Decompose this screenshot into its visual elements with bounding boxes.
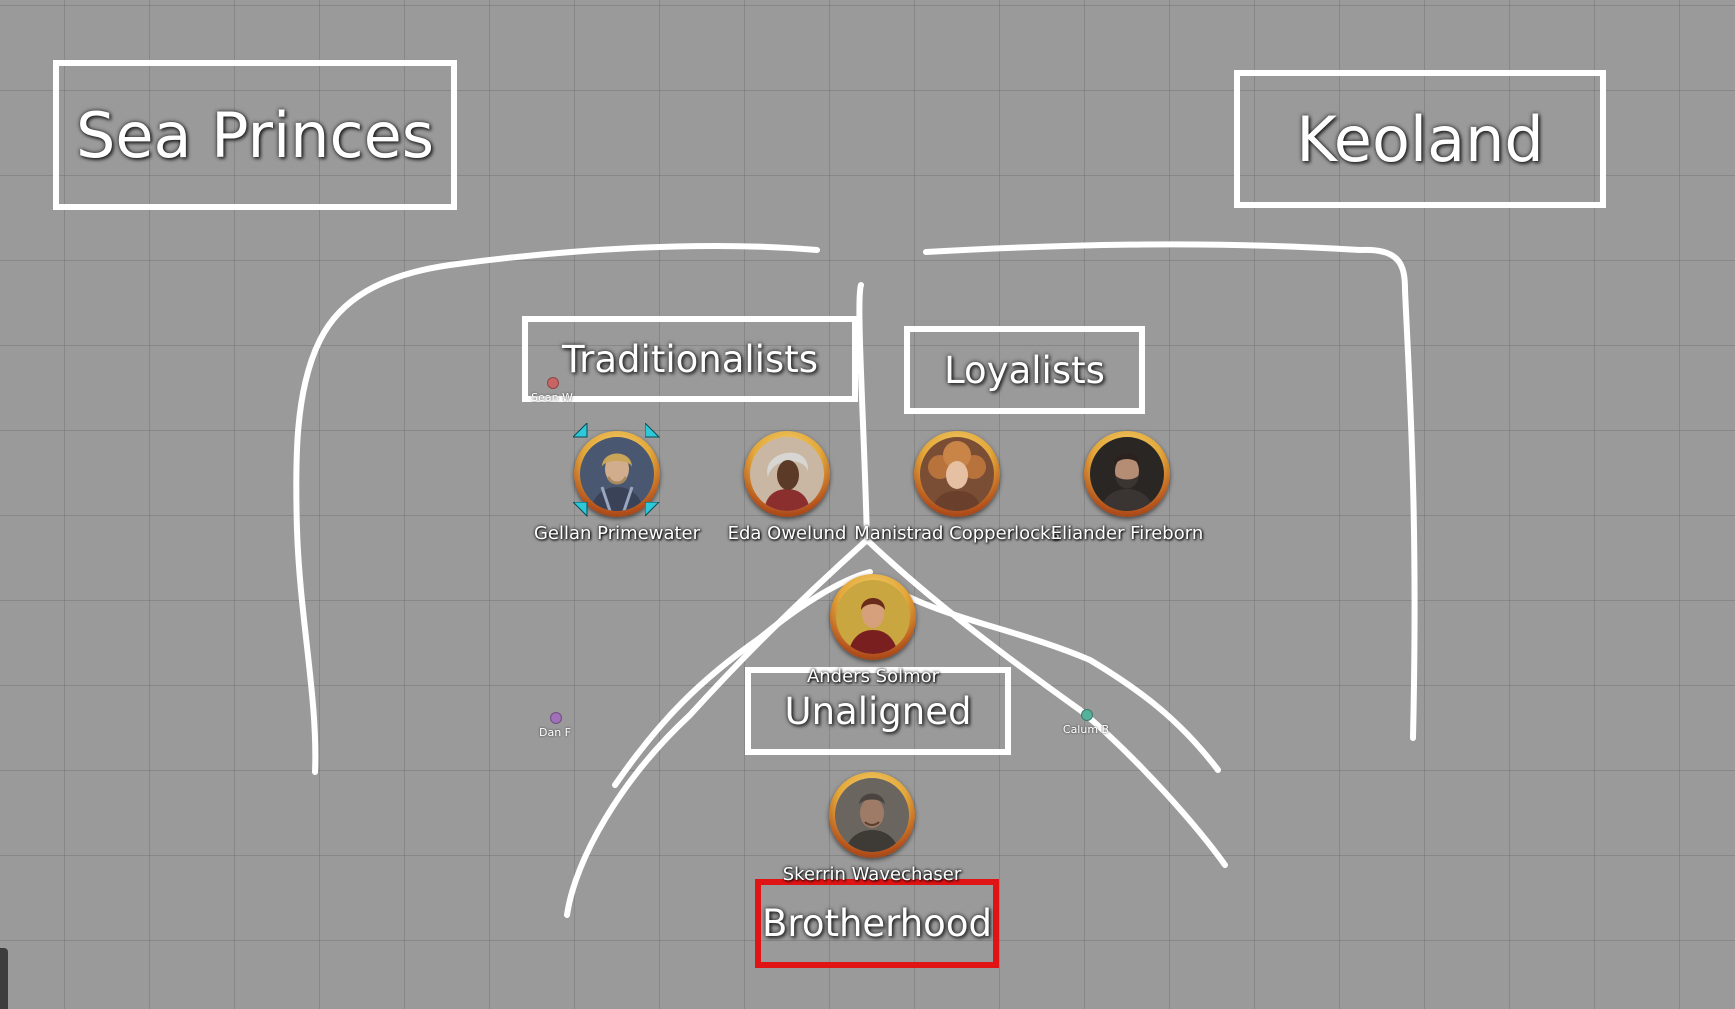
token-name: Manistrad Copperlocks: [854, 523, 1060, 544]
player-pointer-dan-f: [550, 712, 562, 724]
selection-handle-icon[interactable]: [645, 423, 661, 439]
token-skerrin-wavechaser[interactable]: Skerrin Wavechaser: [783, 772, 961, 885]
token-anders-solmor[interactable]: Anders Solmor: [807, 574, 939, 687]
label-sea-princes-text: Sea Princes: [75, 98, 435, 172]
label-brotherhood[interactable]: Brotherhood: [755, 879, 999, 968]
label-keoland-text: Keoland: [1296, 102, 1544, 176]
side-panel-handle[interactable]: [0, 948, 8, 1009]
player-pointer-label: Calum B: [1062, 723, 1110, 736]
label-loyalists-text: Loyalists: [944, 348, 1105, 392]
label-unaligned[interactable]: Unaligned: [745, 667, 1011, 755]
token-name: Anders Solmor: [806, 666, 940, 687]
portrait-bearded-man-icon: [1090, 437, 1164, 511]
token-eda-owelund[interactable]: Eda Owelund: [728, 431, 846, 544]
token-name: Skerrin Wavechaser: [782, 864, 962, 885]
selection-handle-icon[interactable]: [573, 502, 589, 518]
token-name: Gellan Primewater: [533, 523, 701, 544]
selection-handle-icon[interactable]: [573, 423, 589, 439]
token-name: Eliander Fireborn: [1050, 523, 1204, 544]
label-traditionalists[interactable]: Traditionalists: [522, 316, 858, 402]
player-pointer-label: Sean W: [531, 391, 573, 404]
portrait-grey-haired-woman-icon: [750, 437, 824, 511]
portrait-weathered-man-icon: [835, 778, 909, 852]
portrait-curly-haired-woman-icon: [920, 437, 994, 511]
label-keoland[interactable]: Keoland: [1234, 70, 1606, 208]
label-sea-princes[interactable]: Sea Princes: [53, 60, 457, 210]
portrait-blond-knight-icon: [580, 437, 654, 511]
token-name: Eda Owelund: [727, 523, 847, 544]
label-loyalists[interactable]: Loyalists: [904, 326, 1145, 414]
label-brotherhood-text: Brotherhood: [762, 902, 992, 945]
player-pointer-calum-b: [1081, 709, 1093, 721]
label-unaligned-text: Unaligned: [784, 689, 972, 733]
token-manistrad-copperlocks[interactable]: Manistrad Copperlocks: [854, 431, 1060, 544]
player-pointer-label: Dan F: [538, 726, 572, 739]
selection-handle-icon[interactable]: [645, 502, 661, 518]
player-pointer-sean-w: [547, 377, 559, 389]
label-traditionalists-text: Traditionalists: [562, 337, 818, 381]
token-gellan-primewater[interactable]: Gellan Primewater: [534, 423, 700, 544]
portrait-red-cloaked-figure-icon: [836, 580, 910, 654]
token-eliander-fireborn[interactable]: Eliander Fireborn: [1051, 431, 1203, 544]
freehand-line-divider: [856, 282, 870, 543]
